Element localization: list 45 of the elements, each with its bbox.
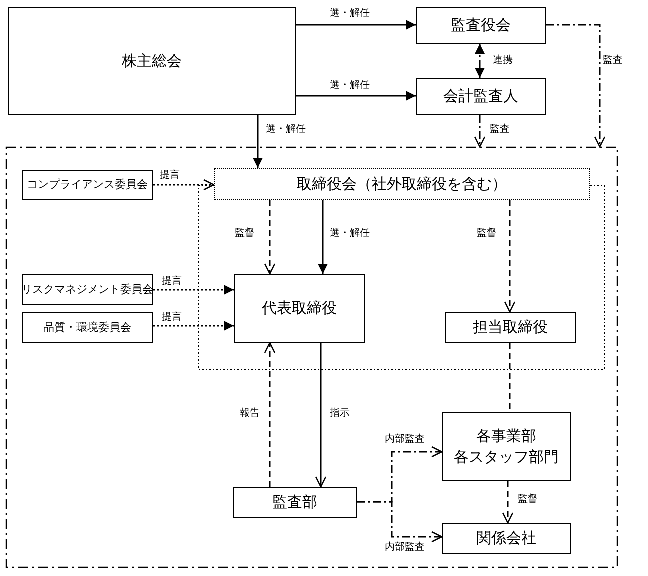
edge-label: 監督 [476, 229, 498, 239]
org-box: リスクマネジメント委員会 [22, 274, 153, 305]
arrow [153, 285, 234, 295]
org-box: 取締役会（社外取締役を含む） [214, 168, 590, 200]
arrow [475, 44, 485, 78]
arrow [474, 115, 486, 148]
org-box: 担当取締役 [445, 312, 576, 343]
edge-label: 監査 [489, 125, 511, 135]
edge-label: 選・解任 [329, 229, 371, 239]
edge-label: 報告 [239, 409, 261, 419]
edge-label: 提言 [161, 277, 183, 287]
edge-label: 選・解任 [329, 9, 371, 19]
edge-label: 提言 [159, 171, 181, 181]
org-box: 関係会社 [442, 523, 571, 554]
arrow [153, 321, 234, 331]
org-box: 監査役会 [416, 7, 546, 44]
arrow [296, 91, 416, 101]
arrow [264, 200, 276, 275]
arrow [546, 24, 606, 148]
edge-label: 連携 [492, 56, 514, 66]
arrow [357, 501, 443, 543]
org-box: 代表取締役 [234, 274, 365, 343]
org-box: 品質・環境委員会 [22, 312, 153, 343]
org-box: 監査部 [233, 487, 357, 518]
edge-label: 監督 [234, 229, 256, 239]
org-box: 会計監査人 [416, 78, 546, 115]
edge-label: 監査 [602, 56, 624, 66]
arrow [318, 200, 328, 274]
arrow [153, 179, 215, 191]
arrow [315, 343, 327, 488]
edge-label: 提言 [161, 313, 183, 323]
arrow [253, 115, 263, 168]
edge-label: 内部監査 [384, 543, 426, 553]
edge-label: 監督 [517, 495, 539, 505]
org-box: 各事業部 各スタッフ部門 [442, 412, 571, 481]
arrow [264, 342, 276, 487]
edge-label: 指示 [329, 409, 351, 419]
org-box: 株主総会 [8, 7, 296, 115]
edge-label: 内部監査 [384, 435, 426, 445]
arrow [502, 481, 514, 524]
org-box: コンプライアンス委員会 [22, 170, 153, 200]
arrow [296, 20, 416, 30]
edge-label: 選・解任 [265, 125, 307, 135]
edge-label: 選・解任 [329, 81, 371, 91]
arrow [504, 200, 516, 313]
